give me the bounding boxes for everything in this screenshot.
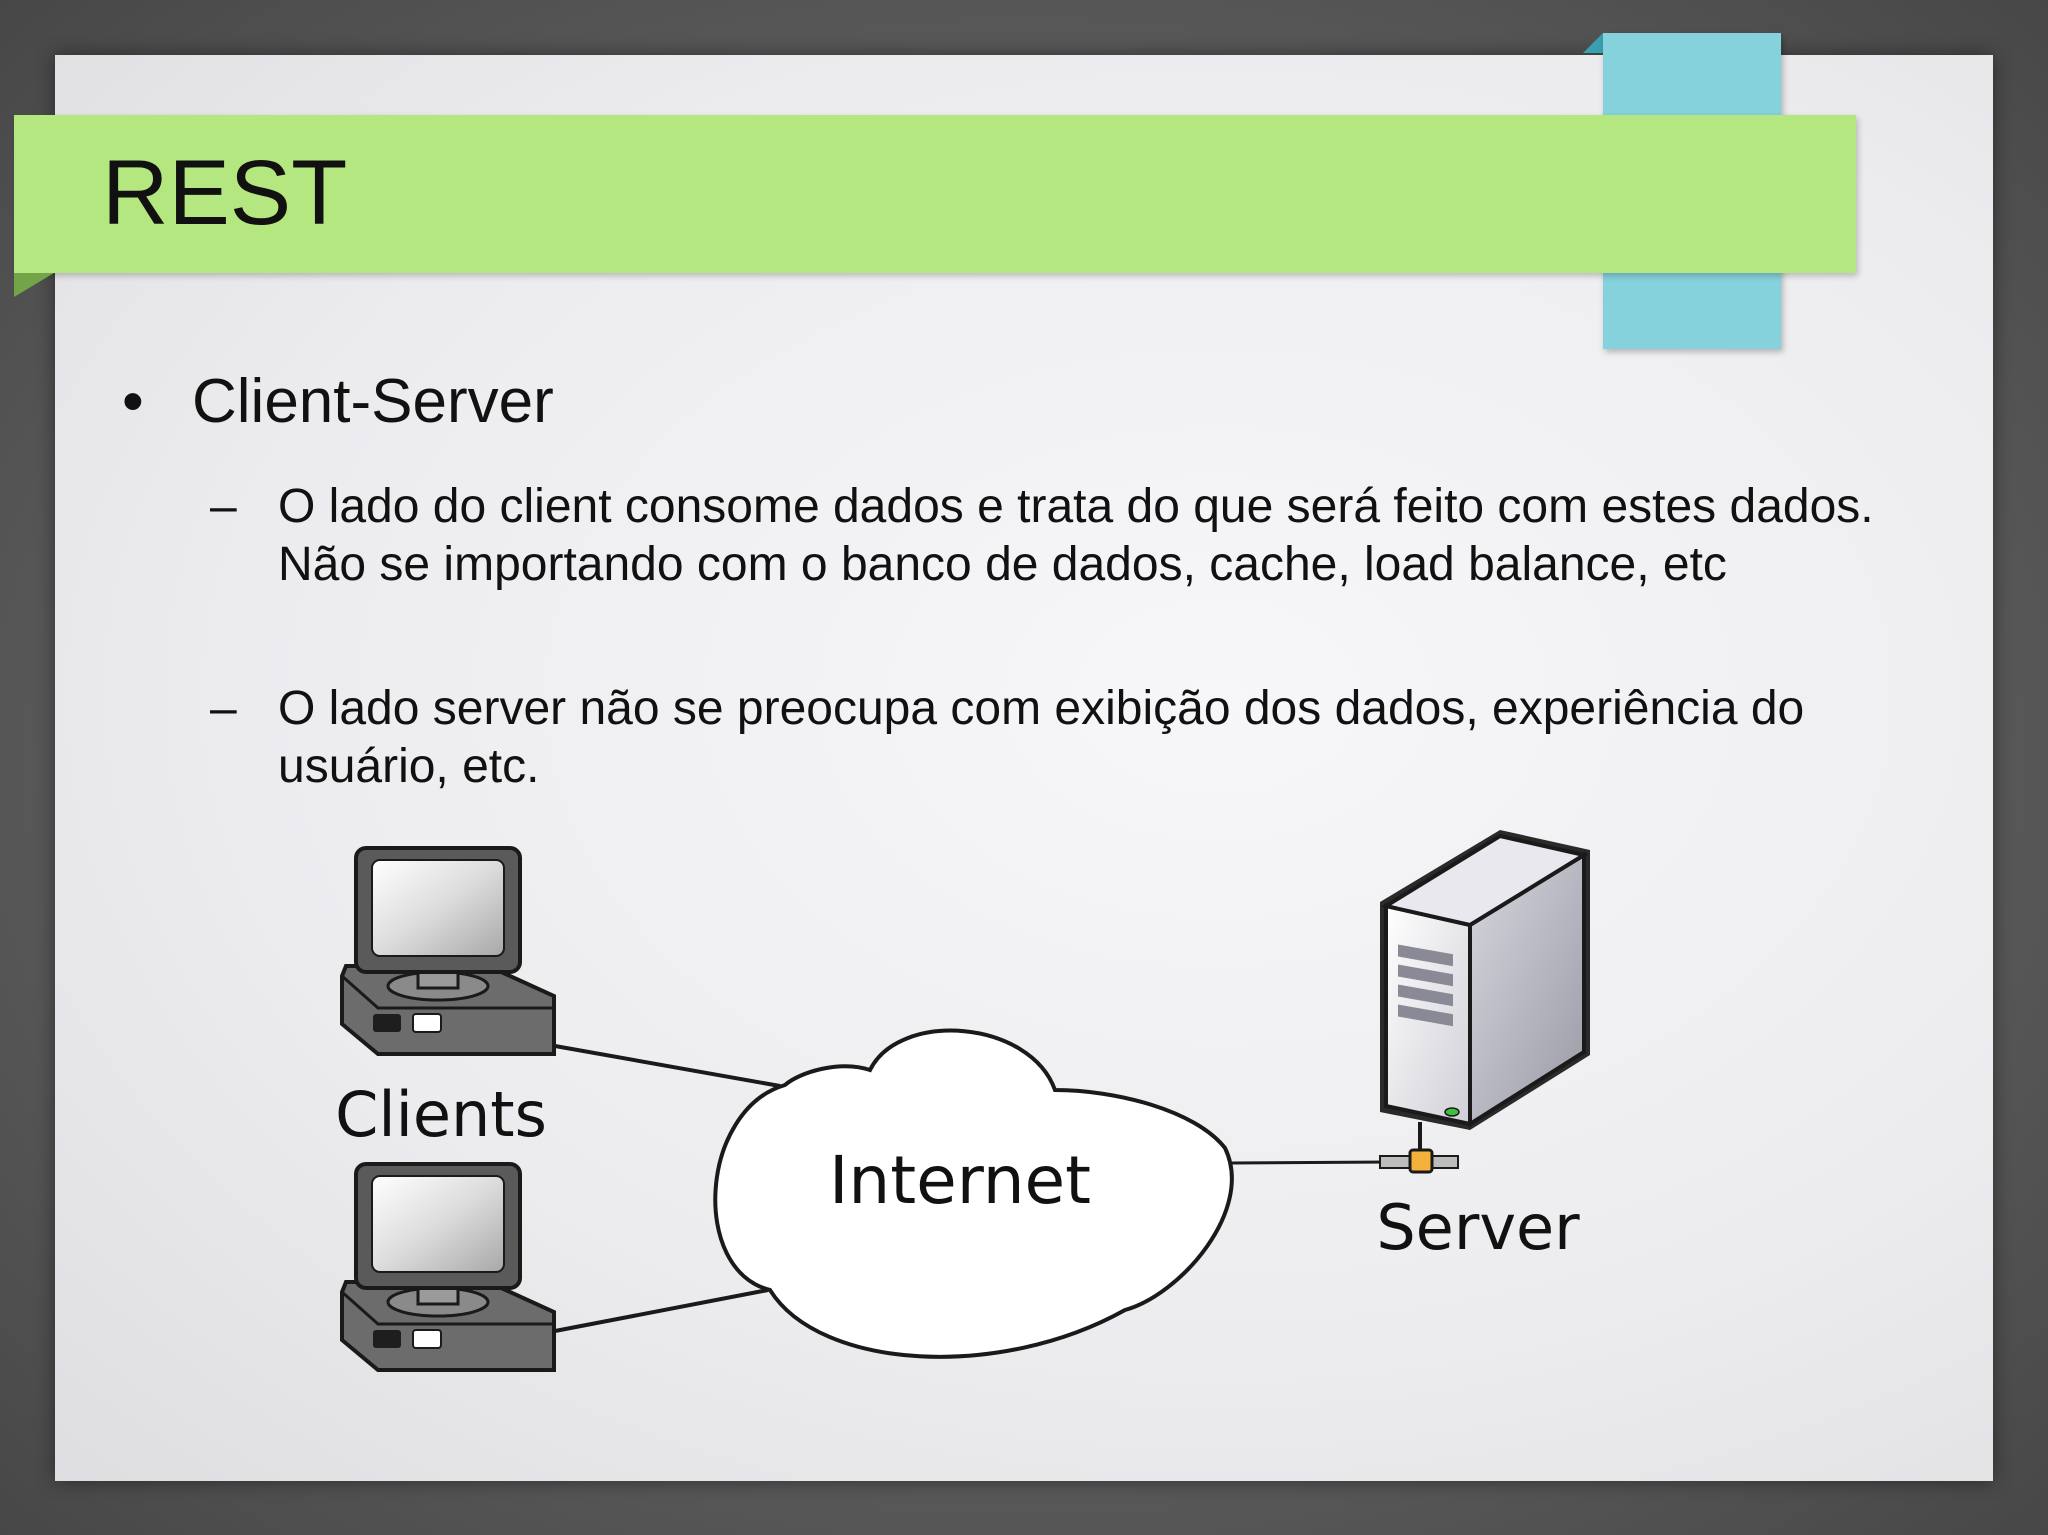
client-computer-icon (340, 846, 556, 1056)
bullet-marker: • (122, 367, 144, 436)
sub-bullet-text: O lado do client consome dados e trata d… (278, 480, 1874, 591)
bullet-client-server: • Client-Server (122, 362, 554, 443)
client-computer-icon (340, 1162, 556, 1372)
slide-title: REST (102, 142, 348, 244)
link-client2-internet (554, 1288, 769, 1333)
title-band (14, 115, 1856, 273)
sub-bullet-marker: – (210, 682, 237, 735)
server-icon (1379, 830, 1590, 1174)
bullet-text: Client-Server (192, 367, 554, 436)
link-client1-internet (554, 1044, 781, 1088)
sub-bullet-marker: – (210, 480, 237, 533)
server-label: Server (1376, 1191, 1580, 1264)
internet-label: Internet (829, 1142, 1091, 1219)
sub-bullet-text: O lado server não se preocupa com exibiç… (278, 682, 1805, 793)
accent-tab-fold (1583, 33, 1603, 53)
title-band-fold (14, 273, 54, 297)
internet-cloud-icon (713, 1028, 1234, 1359)
link-internet-server (1231, 1160, 1391, 1165)
clients-label: Clients (335, 1078, 547, 1151)
